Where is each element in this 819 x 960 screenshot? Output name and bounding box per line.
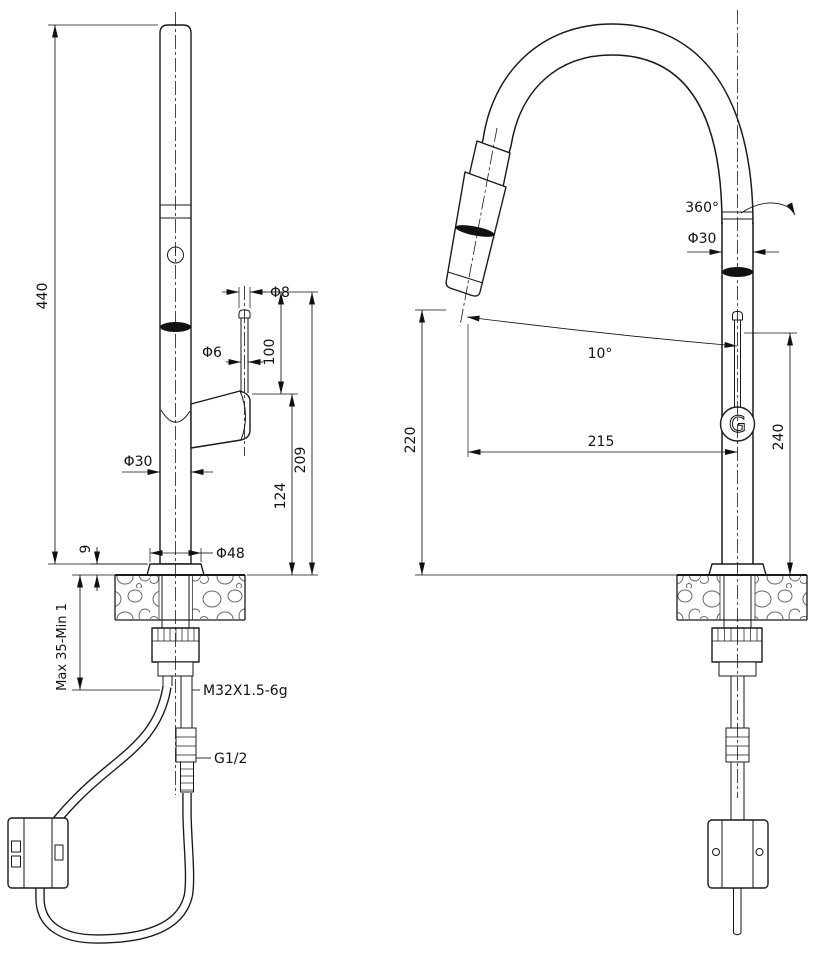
front-centerlines <box>175 12 245 795</box>
side-view: G <box>403 10 808 936</box>
body-trim-band <box>160 322 191 332</box>
side-sprayer-head <box>445 140 511 297</box>
dim-mount-range: Max 35-Min 1 <box>55 603 70 691</box>
side-handle: G <box>719 311 756 442</box>
dim-height-220: 220 <box>403 427 419 454</box>
dim-overall-height-440: 440 <box>35 283 51 310</box>
dim-body-phi30-front: Φ30 <box>124 454 153 470</box>
sprayer-band <box>455 225 495 237</box>
dim-swivel-360: 360° <box>685 200 719 216</box>
label-thread-g12: G1/2 <box>214 751 247 767</box>
side-mounting <box>711 575 763 677</box>
dim-height-209: 209 <box>293 447 309 474</box>
side-undermount <box>707 676 769 936</box>
swivel-arrow <box>740 202 796 216</box>
hose-nut-g12 <box>175 727 197 763</box>
hose-thread-end <box>180 761 194 793</box>
side-dimensions: 360° Φ30 10° 220 215 240 <box>403 200 797 576</box>
dim-reach-215: 215 <box>588 434 615 450</box>
label-thread-m32: M32X1.5-6g <box>203 683 288 699</box>
front-undermount <box>162 676 197 793</box>
dim-height-240: 240 <box>771 424 787 451</box>
side-mounting-nut <box>711 627 763 663</box>
dim-handle-length-100: 100 <box>262 339 278 366</box>
side-spout <box>479 23 754 564</box>
front-handle <box>190 309 251 449</box>
front-deck <box>114 574 246 621</box>
dim-flange-phi48: Φ48 <box>216 546 245 562</box>
dim-body-phi30-side: Φ30 <box>688 231 717 247</box>
front-dimensions: 440 Φ8 Φ6 100 Φ30 209 12 <box>35 24 318 767</box>
dim-height-124: 124 <box>273 483 289 510</box>
dim-handle-cap-phi8: Φ8 <box>270 285 290 301</box>
dim-handle-rod-phi6: Φ6 <box>202 345 222 361</box>
side-hose-weight <box>707 819 769 889</box>
side-centerlines <box>459 10 738 798</box>
dim-angle-10: 10° <box>588 346 613 362</box>
dim-flange-height-9: 9 <box>78 545 94 554</box>
handle-boss <box>190 390 251 449</box>
front-view: 440 Φ8 Φ6 100 Φ30 209 12 <box>7 12 318 944</box>
front-spray-hose <box>35 686 195 944</box>
side-deck <box>676 574 808 621</box>
front-hose-weight <box>7 817 69 889</box>
